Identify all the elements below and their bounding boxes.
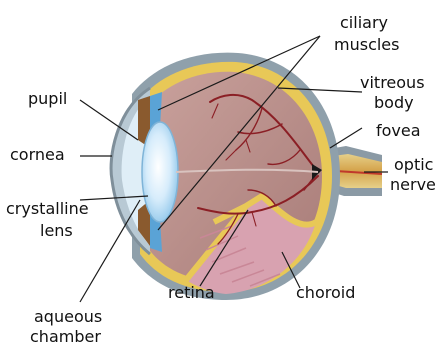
label-ciliary-muscles-1: ciliary — [340, 13, 388, 32]
label-optic-nerve-2: nerve — [390, 175, 436, 194]
label-ciliary-muscles-2: muscles — [334, 35, 399, 54]
label-vitreous-body-2: body — [374, 93, 414, 112]
label-optic-nerve-1: optic — [394, 155, 433, 174]
label-pupil: pupil — [28, 89, 67, 108]
label-retina: retina — [168, 283, 215, 302]
label-aqueous-chamber-1: aqueous — [34, 307, 102, 326]
label-crystalline-lens-2: lens — [40, 221, 73, 240]
label-crystalline-lens-1: crystalline — [6, 199, 89, 218]
label-fovea: fovea — [376, 121, 421, 140]
label-choroid: choroid — [296, 283, 355, 302]
label-aqueous-chamber-2: chamber — [30, 327, 101, 346]
crystalline-lens-shape — [142, 122, 178, 222]
label-vitreous-body-1: vitreous — [360, 73, 425, 92]
label-cornea: cornea — [10, 145, 65, 164]
